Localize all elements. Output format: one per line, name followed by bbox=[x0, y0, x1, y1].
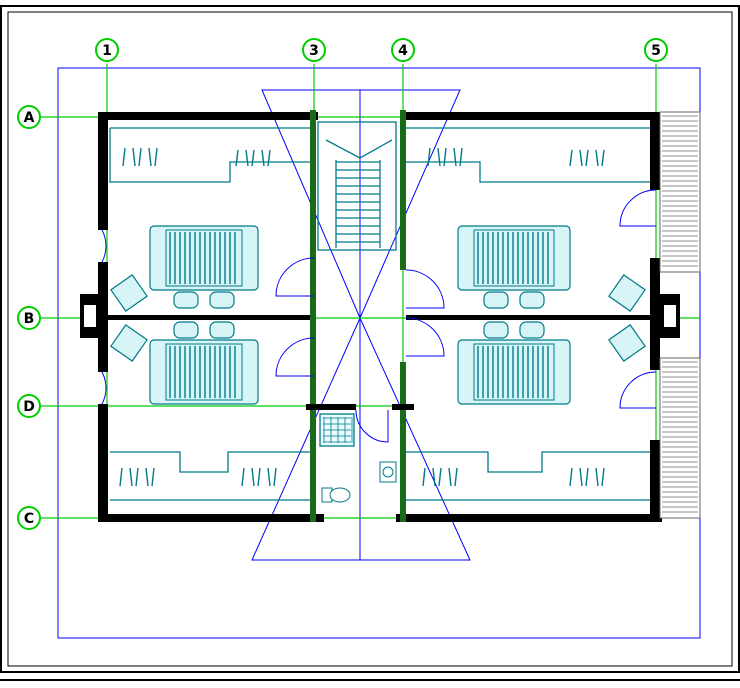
grid-bubble-1: 1 bbox=[95, 38, 119, 62]
chimney-right bbox=[660, 294, 680, 338]
site-boundary bbox=[57, 67, 701, 639]
walls bbox=[98, 110, 662, 522]
armchairs bbox=[110, 274, 646, 362]
door-swings bbox=[101, 189, 657, 443]
svg-text:1: 1 bbox=[102, 43, 112, 59]
bed bbox=[457, 321, 571, 405]
wardrobes bbox=[109, 127, 650, 501]
grid-bubbles: 1 3 4 5 A B D C bbox=[17, 38, 668, 530]
svg-text:5: 5 bbox=[651, 43, 661, 59]
grid-bubble-C: C bbox=[17, 506, 41, 530]
beds bbox=[149, 225, 571, 405]
svg-text:A: A bbox=[24, 110, 35, 126]
bed bbox=[149, 321, 259, 405]
grid-bubble-4: 4 bbox=[391, 38, 415, 62]
chimney-left bbox=[80, 294, 100, 338]
bed bbox=[457, 225, 571, 309]
grid-bubble-5: 5 bbox=[644, 38, 668, 62]
balcony-upper bbox=[659, 111, 701, 273]
wardrobe-hangers bbox=[119, 147, 605, 487]
bathroom bbox=[319, 413, 397, 503]
svg-text:D: D bbox=[23, 399, 35, 415]
balcony-lower bbox=[659, 357, 701, 519]
grid-bubble-A: A bbox=[17, 105, 41, 129]
outer-frame bbox=[0, 5, 740, 673]
grid-bubble-B: B bbox=[17, 306, 41, 330]
svg-text:C: C bbox=[24, 511, 34, 527]
grid-bubble-3: 3 bbox=[302, 38, 326, 62]
staircase bbox=[317, 121, 397, 251]
svg-text:3: 3 bbox=[309, 43, 319, 59]
grid-bubble-D: D bbox=[17, 394, 41, 418]
svg-text:B: B bbox=[24, 311, 35, 327]
bed bbox=[149, 225, 259, 309]
inner-frame bbox=[7, 11, 733, 667]
svg-text:4: 4 bbox=[398, 43, 408, 59]
stair-outline bbox=[251, 89, 471, 561]
